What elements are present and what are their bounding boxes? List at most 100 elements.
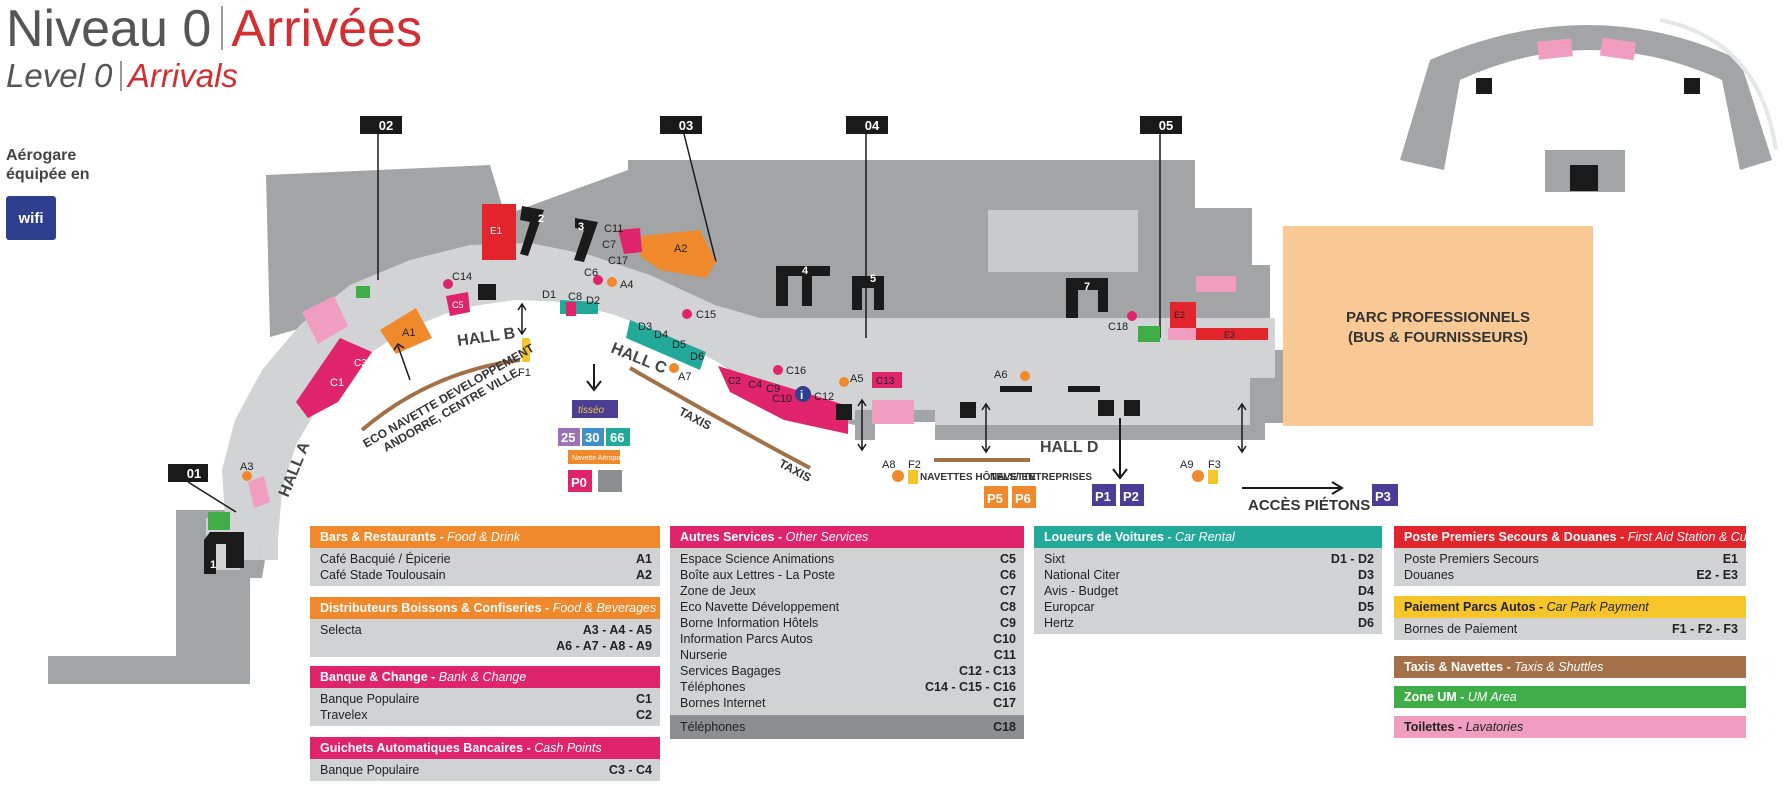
shop-c5 (446, 292, 470, 316)
parking-p5-label: P5 (987, 491, 1003, 506)
shop-e3-label: E3 (1224, 330, 1235, 340)
lbl-f1: F1 (518, 367, 531, 379)
hall-d-block (988, 210, 1138, 272)
legend-row-code: E2 - E3 (1696, 568, 1738, 582)
legend-row-code: D1 - D2 (1330, 552, 1374, 566)
legend-row-label: Europcar (1044, 600, 1095, 614)
legend-banque-title: Banque & Change (320, 670, 428, 684)
eco-navette-line1: ECO NAVETTE DEVELOPPEMENT (361, 341, 538, 451)
gate-01: 01 (168, 464, 237, 513)
lift-icon-2 (836, 404, 852, 420)
parking-p0 (568, 470, 592, 492)
legend-autres-title: Autres Services (680, 530, 775, 544)
lbl-d2: D2 (586, 295, 600, 307)
legend-row-label: Boîte aux Lettres - La Poste (680, 568, 835, 582)
legend-row-code: D5 (1358, 600, 1374, 614)
poi-a4 (607, 277, 617, 287)
arrivals-corridor (222, 243, 1275, 560)
legend-paiement-title: Paiement Parcs Autos (1404, 600, 1536, 614)
bus-30 (582, 428, 604, 446)
payment-f3 (1208, 470, 1218, 484)
arrow-acces-pietons (1242, 481, 1344, 495)
lift-icon-5 (1124, 400, 1140, 416)
lbl-c8: C8 (568, 291, 582, 303)
shop-a2 (640, 230, 716, 278)
legend-row-label: Café Bacquié / Épicerie (320, 552, 451, 566)
gate-02-label: 02 (379, 118, 393, 133)
pier-toilet-right (1599, 37, 1637, 61)
arrow-p1p2 (1112, 418, 1128, 480)
poi-a6 (1020, 371, 1030, 381)
legend-paiement: Paiement Parcs Autos - Car Park Payment … (1394, 596, 1746, 640)
legend-row-label: Téléphones (680, 720, 746, 734)
carousel-3-label: 3 (578, 221, 584, 233)
legend-row-label: Téléphones (680, 680, 746, 694)
poi-a5 (839, 377, 849, 387)
lbl-c18: C18 (1108, 321, 1128, 333)
navette-aeroport-badge (568, 450, 620, 464)
bus-66-label: 66 (610, 430, 624, 445)
shop-e2 (1170, 302, 1196, 328)
hall-d-label: HALL D (1040, 439, 1098, 456)
legend-taxis-title-en: Taxis & Shuttles (1514, 660, 1604, 674)
lbl-c10: C10 (772, 393, 792, 405)
zone-um-a (356, 286, 370, 298)
poi-c14 (443, 279, 453, 289)
legend-loueurs-title-en: Car Rental (1175, 530, 1235, 544)
shop-c5-label: C5 (452, 300, 464, 310)
parc-professionnels (1283, 226, 1593, 426)
gate-04: 04 (846, 116, 888, 338)
legend-poste-title-en: First Aid Station & Customs (1627, 530, 1746, 544)
lbl-d5: D5 (672, 339, 686, 351)
gate-03: 03 (660, 116, 717, 263)
lbl-c9: C9 (766, 383, 780, 395)
lbl-f3: F3 (1208, 459, 1221, 471)
legend-poste-title: Poste Premiers Secours & Douanes (1404, 530, 1617, 544)
carousel-7-label: 7 (1084, 281, 1090, 293)
legend-toilettes-header: Toilettes - Lavatories (1394, 716, 1746, 738)
legend-autres: Autres Services - Other Services Espace … (670, 526, 1024, 739)
legend-row-code: C5 (1000, 552, 1016, 566)
legend-row-code: D4 (1358, 584, 1374, 598)
legend-row-label: Café Stade Toulousain (320, 568, 446, 582)
pier-arc-outline (1659, 18, 1778, 151)
counter-1 (1000, 386, 1032, 392)
legend-distrib-title-en: Food & Beverages (552, 601, 657, 615)
legend-loueurs-header: Loueurs de Voitures - Car Rental (1034, 526, 1382, 548)
navette-label: NAVETTE (990, 472, 1036, 483)
info-icon (795, 386, 811, 402)
legend-row-code: A2 (636, 568, 652, 582)
taxis-label-1: TAXIS (677, 404, 714, 433)
door-arrow-1 (393, 342, 411, 381)
lbl-c12: C12 (814, 391, 834, 403)
down-arrow (586, 364, 602, 392)
lbl-d4: D4 (654, 329, 668, 341)
parking-p5 (984, 486, 1008, 508)
legend-row-code: C14 - C15 - C16 (924, 680, 1016, 694)
legend-zoneum-header: Zone UM - UM Area (1394, 686, 1746, 708)
legend-row-label: Selecta (320, 623, 362, 637)
legend-autres-header: Autres Services - Other Services (670, 526, 1024, 548)
door-arrow-2 (517, 302, 527, 336)
legend-row-label: Eco Navette Développement (680, 600, 840, 614)
payment-f2 (908, 470, 918, 484)
lift-icon-1 (478, 284, 496, 300)
wifi-icon: wifi (6, 196, 56, 240)
legend-banque-title-en: Bank & Change (438, 670, 527, 684)
carousel-4 (776, 266, 830, 306)
legend-row-label: Services Bagages (680, 664, 781, 678)
legend-row-code: C18 (993, 720, 1016, 734)
title-name-fr: Arrivées (231, 0, 422, 58)
shop-c13-label: C13 (876, 376, 895, 387)
